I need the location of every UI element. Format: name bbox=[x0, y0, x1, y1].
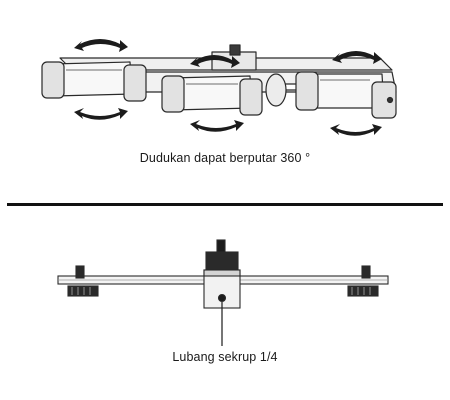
rotation-arrow-icon bbox=[74, 108, 128, 120]
phone-clamp-left bbox=[41, 61, 147, 102]
screw-hole-caption: Lubang sekrup 1/4 bbox=[172, 350, 278, 364]
rotation-arrow-icon bbox=[190, 55, 240, 68]
phone-clamp-right bbox=[295, 71, 397, 119]
rotation-caption: Dudukan dapat berputar 360 ° bbox=[139, 151, 311, 165]
rotation-arrow-icon bbox=[330, 124, 382, 136]
rotation-arrow-icon bbox=[190, 120, 244, 132]
screw-hole-icon bbox=[217, 293, 227, 303]
mount-knob bbox=[229, 44, 241, 56]
phone-clamp-middle bbox=[161, 75, 263, 116]
rotation-arrow-icon bbox=[74, 39, 128, 52]
rotating-mount-illustration bbox=[41, 39, 397, 136]
rotation-hub bbox=[265, 73, 287, 107]
side-clamp-right bbox=[347, 265, 379, 297]
section-divider bbox=[7, 203, 443, 206]
rotation-arrow-icon bbox=[332, 51, 382, 64]
side-clamp-left bbox=[67, 265, 99, 297]
